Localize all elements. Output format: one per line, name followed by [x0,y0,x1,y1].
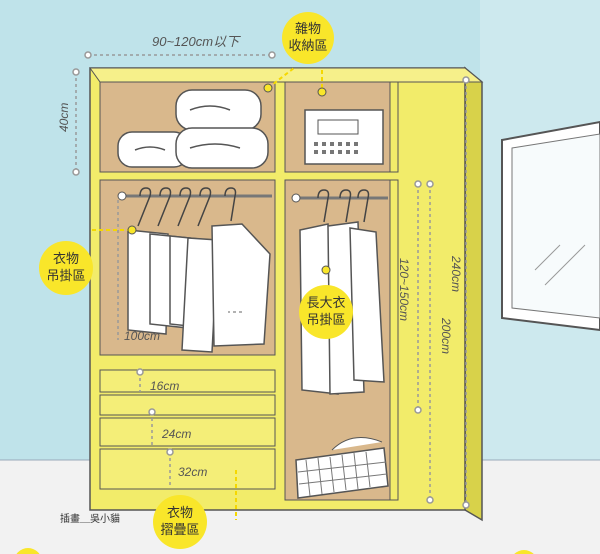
badge-hanging: 衣物 吊掛區 [39,241,93,295]
dim-top-shelf: 40cm [57,103,71,132]
drawers [99,369,276,490]
badge-long-coat-line2: 吊掛區 [306,313,345,328]
badge-folding-line2: 摺疊區 [160,523,199,538]
window [501,120,600,332]
badge-hanging-line2: 吊掛區 [46,269,85,284]
badge-storage: 雜物 收納區 [282,12,334,64]
hanger-icon [137,187,237,227]
dim-width: 90~120cm以下 [152,34,241,49]
badge-storage-line1: 雜物 [295,22,321,37]
dim-inner-height: 200cm [439,317,453,354]
badge-long-coat-line1: 長大衣 [306,295,345,311]
storage-box-icon [304,109,384,165]
dim-long-hang: 120~150cm [397,258,411,321]
badge-storage-line2: 收納區 [288,39,327,54]
dim-rail-height: 100cm [124,329,160,343]
badge-hanging-line1: 衣物 [53,251,79,267]
dim-drawer3: 32cm [178,465,207,479]
badge-folding-line1: 衣物 [167,505,193,521]
dim-drawer2: 24cm [161,427,191,441]
badge-folding: 衣物 摺疊區 [153,495,207,549]
illustration-credit: 插畫＿吳小貓 [60,512,120,525]
dim-total-height: 240cm [449,255,463,292]
basket-icon [295,437,389,499]
towel-icon [117,89,269,169]
badge-long-coat: 長大衣 吊掛區 [299,285,353,339]
dim-drawer1: 16cm [150,379,179,393]
wardrobe-side [464,66,483,522]
